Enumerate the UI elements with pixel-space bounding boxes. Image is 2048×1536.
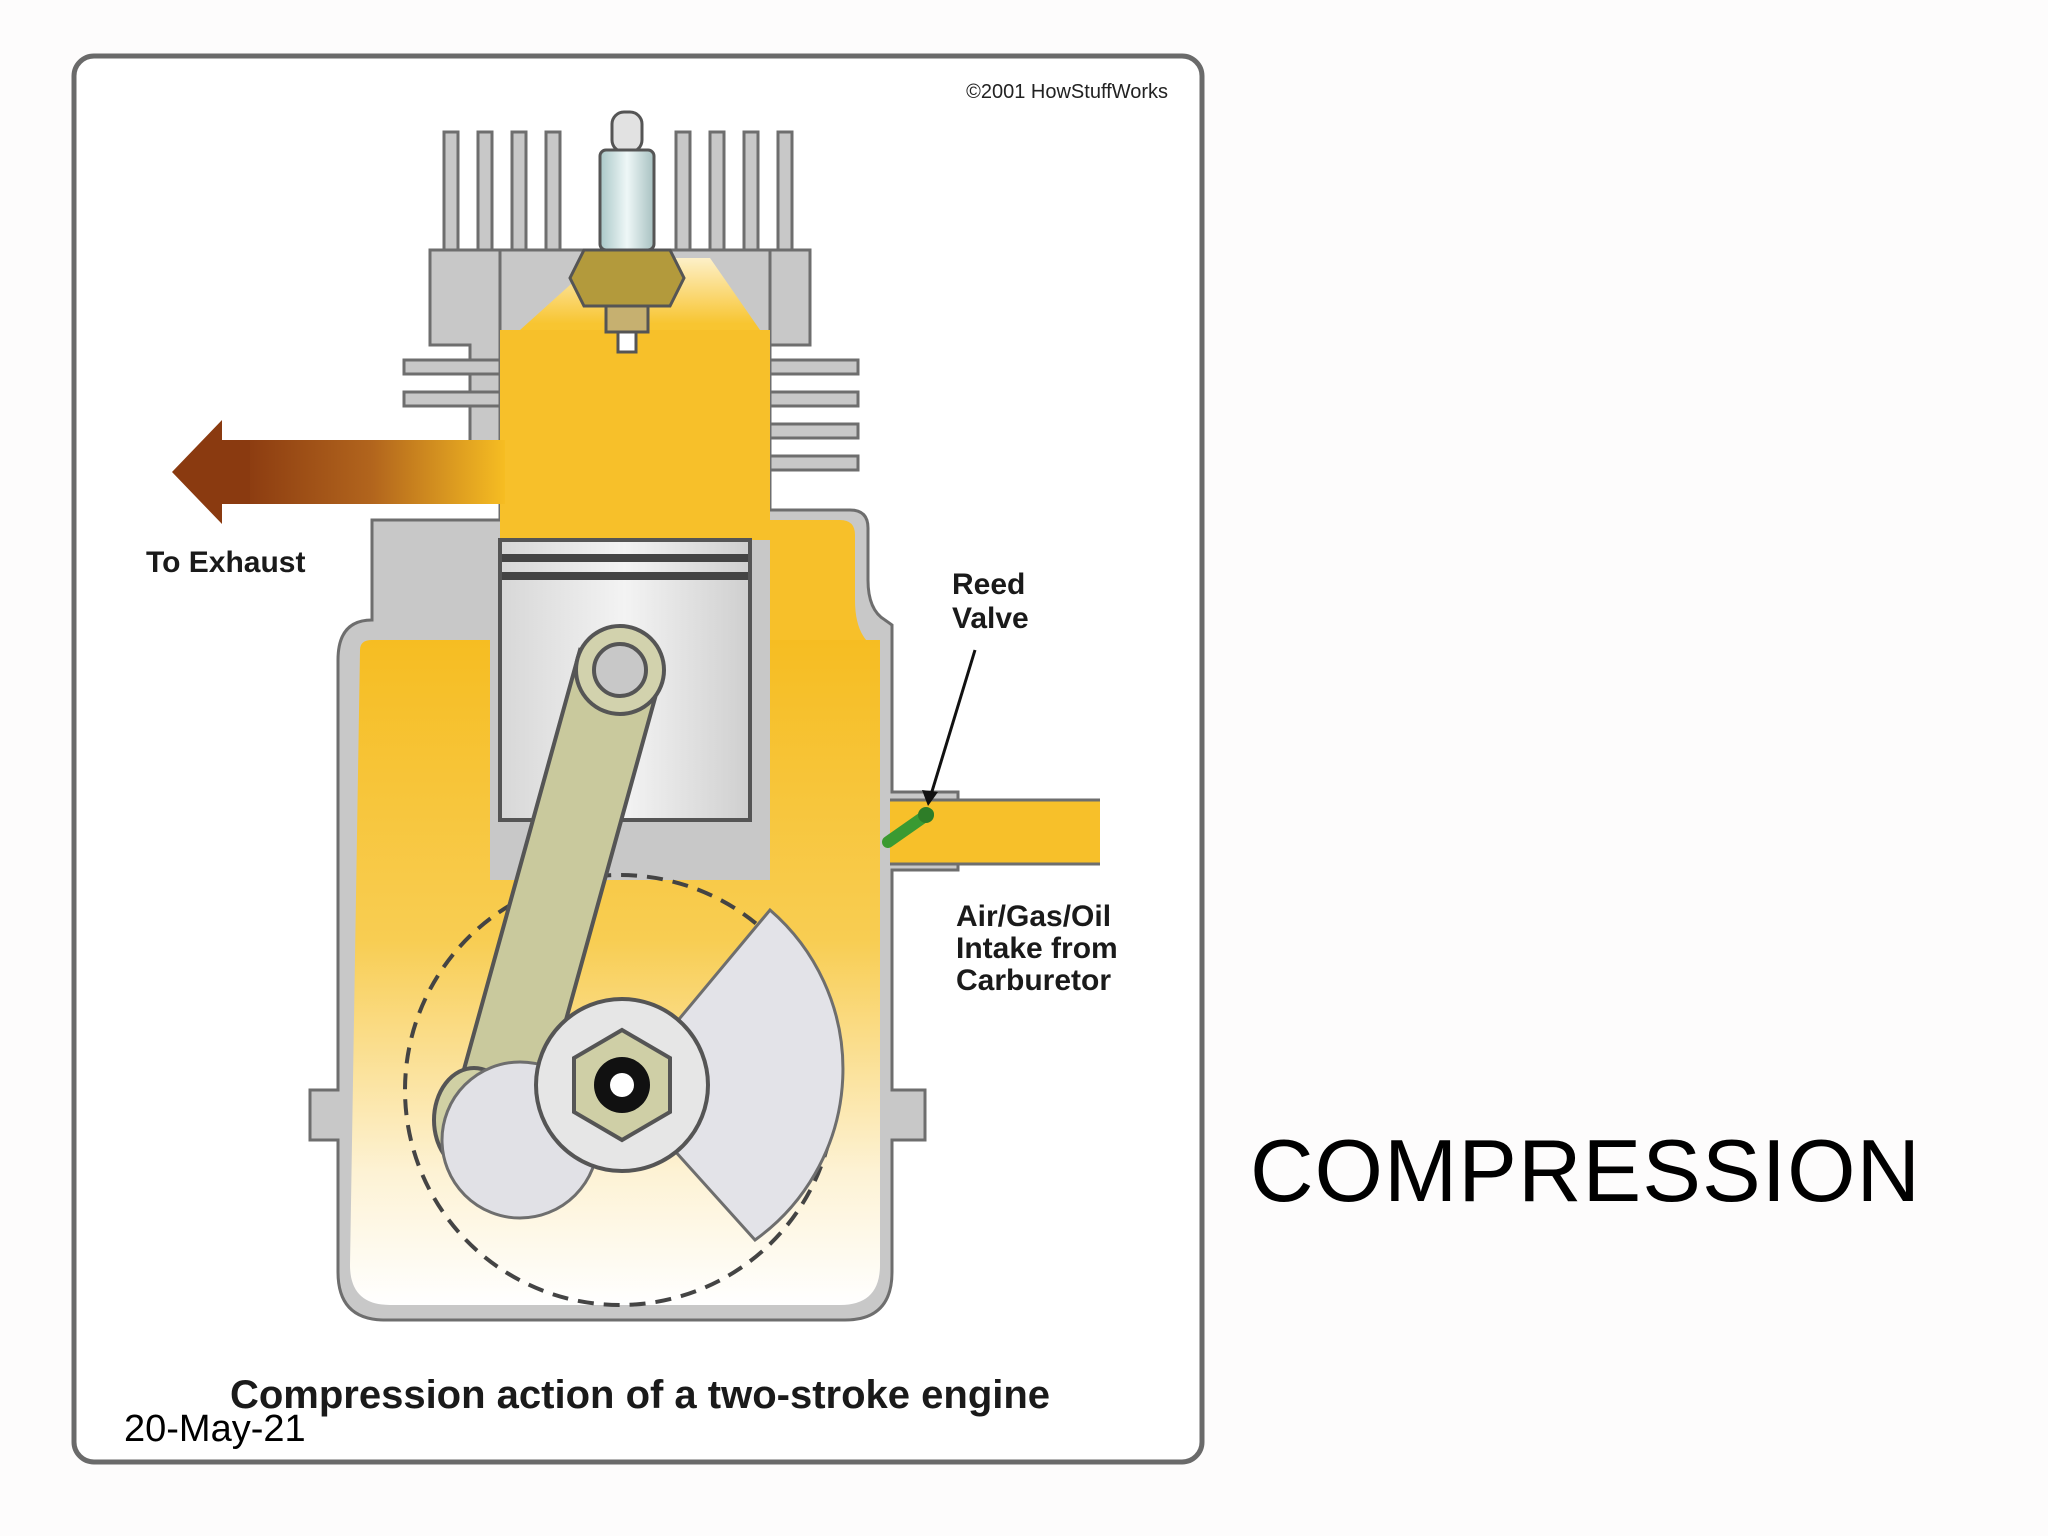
reed-valve-label-1: Reed	[952, 568, 1025, 601]
cooling-fins-top	[442, 130, 794, 254]
wrist-pin	[592, 642, 648, 698]
piston-ring-2	[502, 572, 748, 580]
slide-date: 20-May-21	[124, 1408, 306, 1450]
cylinder-bore	[500, 330, 770, 540]
spark-plug-electrode	[616, 330, 638, 354]
spark-plug-tip	[610, 110, 644, 154]
spark-plug-insulator	[598, 148, 656, 252]
piston-ring-1	[502, 554, 748, 562]
exhaust-label: To Exhaust	[146, 546, 305, 579]
exhaust-arrow	[172, 420, 250, 524]
reed-valve-pointer	[928, 649, 977, 799]
crank-counterweight	[618, 907, 845, 1243]
intake-label-1: Air/Gas/Oil	[956, 900, 1111, 933]
spark-plug-thread	[604, 304, 650, 334]
slide-title: COMPRESSION	[1250, 1121, 1922, 1220]
crankshaft-bore-center	[610, 1073, 634, 1097]
reed-valve-pointer-head	[922, 790, 938, 806]
spark-plug-hex	[568, 248, 686, 308]
exhaust-port	[240, 440, 505, 504]
figure-caption: Compression action of a two-stroke engin…	[230, 1373, 1050, 1417]
copyright-text: ©2001 HowStuffWorks	[966, 81, 1168, 103]
spark-plug	[568, 110, 686, 354]
intake-label-3: Carburetor	[956, 964, 1111, 997]
reed-valve-label-2: Valve	[952, 602, 1029, 635]
reed-valve-pivot	[918, 807, 934, 823]
intake-label-2: Intake from	[956, 932, 1118, 965]
